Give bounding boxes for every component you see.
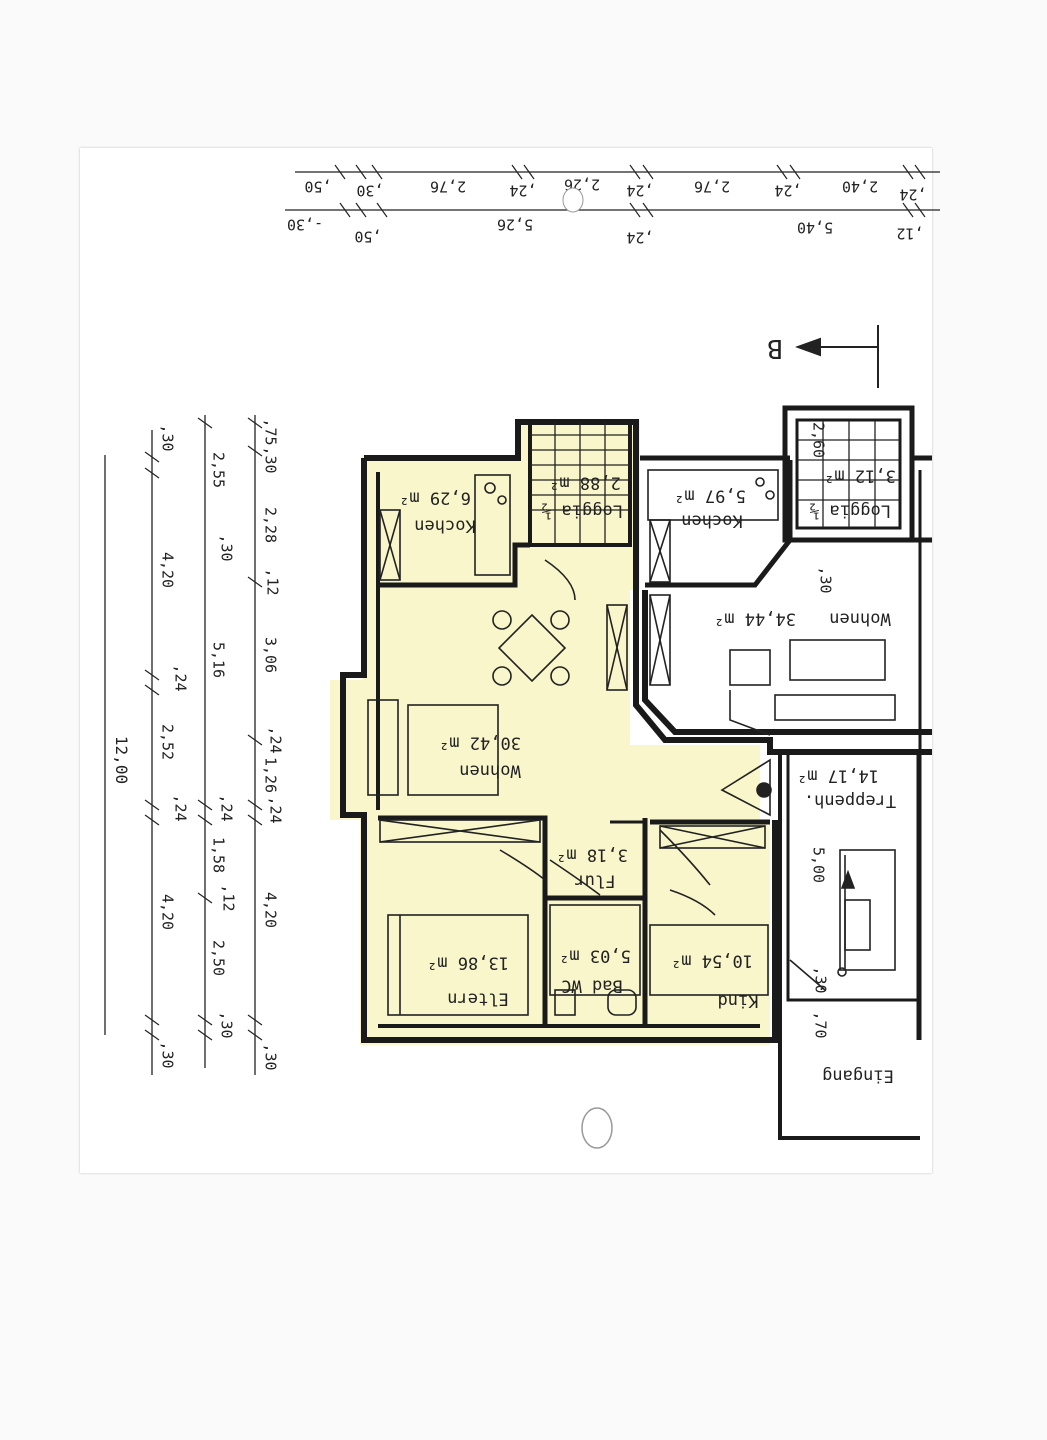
section-marker-line <box>795 325 879 388</box>
dimension-lines-top <box>285 164 940 218</box>
fixtures <box>367 420 900 1016</box>
dimension-lines-left <box>104 415 263 1075</box>
apartment-highlight <box>330 420 770 1045</box>
walls <box>340 405 932 1140</box>
